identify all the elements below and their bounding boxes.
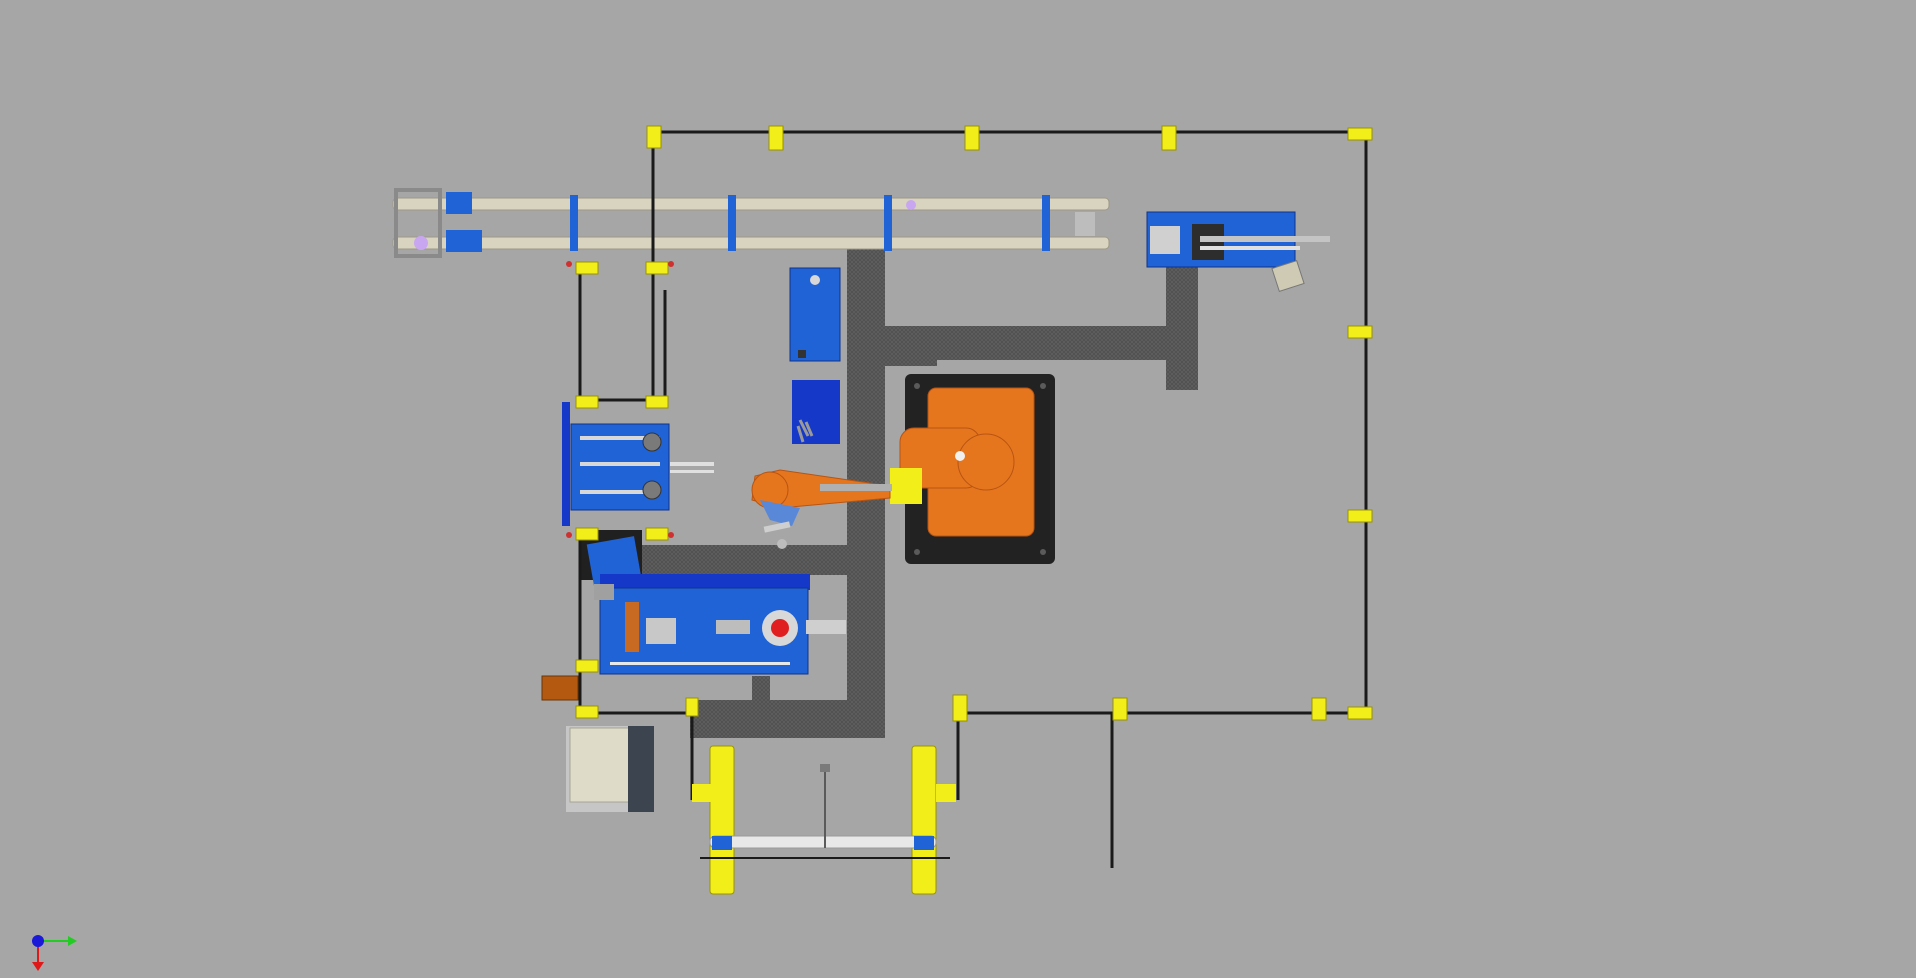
conveyor (392, 188, 1110, 258)
safety-fence (566, 125, 1373, 868)
robot-arm (751, 387, 1035, 549)
workpiece-fixture-table (586, 536, 846, 675)
x-axis-arrow-icon (32, 962, 44, 971)
z-axis-icon (32, 935, 44, 947)
y-axis-arrow-icon (68, 936, 77, 946)
control-cabinet (566, 726, 654, 812)
linear-axis-module (1146, 211, 1330, 293)
drive-motor (541, 675, 579, 701)
roller-stand (692, 745, 956, 895)
axis-triad (22, 924, 78, 974)
gripper-storage-rack (789, 267, 841, 444)
gripper-station (562, 402, 714, 526)
